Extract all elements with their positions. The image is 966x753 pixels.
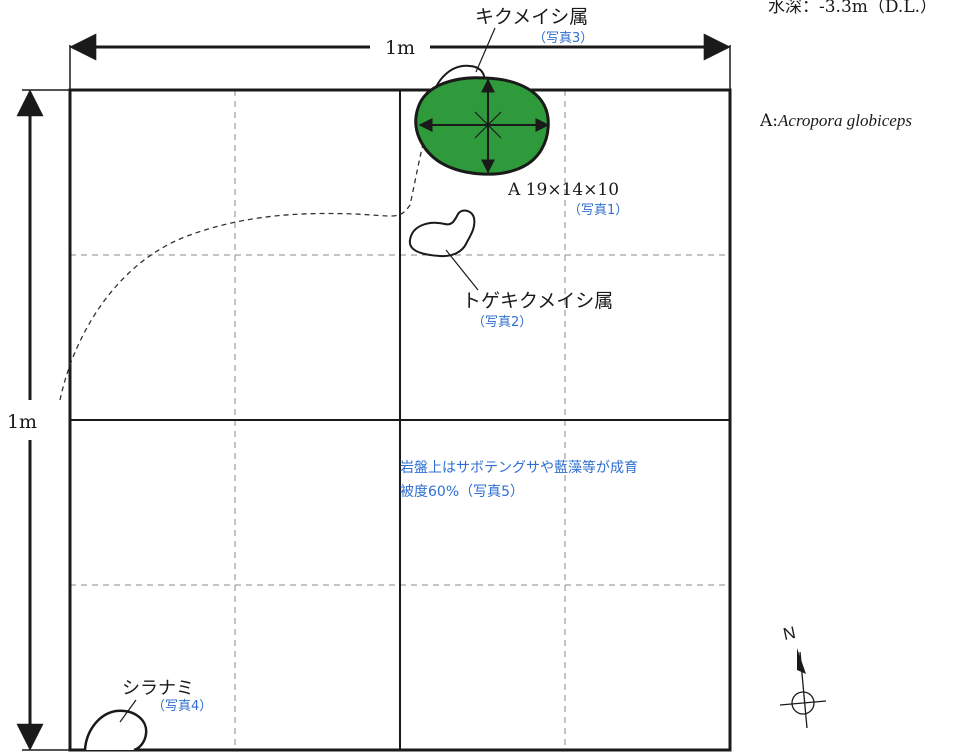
boundary-curve <box>59 99 441 401</box>
height-dimension: 1m <box>7 89 70 751</box>
kikumeishi-photo: （写真3） <box>533 31 593 46</box>
legend-code: A <box>759 111 773 131</box>
quadrat-frame <box>68 88 732 752</box>
togekikumeishi-name: トゲキクメイシ属 <box>462 290 613 312</box>
shiranami-leader <box>119 699 137 723</box>
legend: A:Acropora globiceps <box>759 111 912 131</box>
coral-a-measure: A 19×14×10 <box>507 180 619 200</box>
legend-species: Acropora globiceps <box>777 111 912 130</box>
depth-label: 水深：-3.3m（D.L.） <box>768 0 937 17</box>
kikumeishi-leader <box>475 27 496 73</box>
width-label: 1m <box>385 37 415 59</box>
togekikumeishi-photo: （写真2） <box>472 315 532 330</box>
shiranami-photo: （写真4） <box>152 699 212 714</box>
coral-a-colony <box>414 76 550 176</box>
togekikumeishi-leader <box>445 249 479 291</box>
width-dimension: 1m <box>69 33 731 92</box>
north-arrow-icon: N <box>779 623 827 729</box>
togekikumeishi-colony <box>408 209 476 258</box>
height-label: 1m <box>7 411 37 433</box>
legend-colon: : <box>772 111 778 131</box>
rock-note-line2: 被度60%（写真5） <box>400 484 524 500</box>
coral-a-photo: （写真1） <box>568 203 628 218</box>
rock-note-line1: 岩盤上はサボテングサや藍藻等が成育 <box>400 459 638 476</box>
shiranami-name: シラナミ <box>122 678 194 699</box>
kikumeishi-name: キクメイシ属 <box>475 6 588 28</box>
shiranami-colony <box>83 709 148 752</box>
north-label: N <box>781 623 797 644</box>
